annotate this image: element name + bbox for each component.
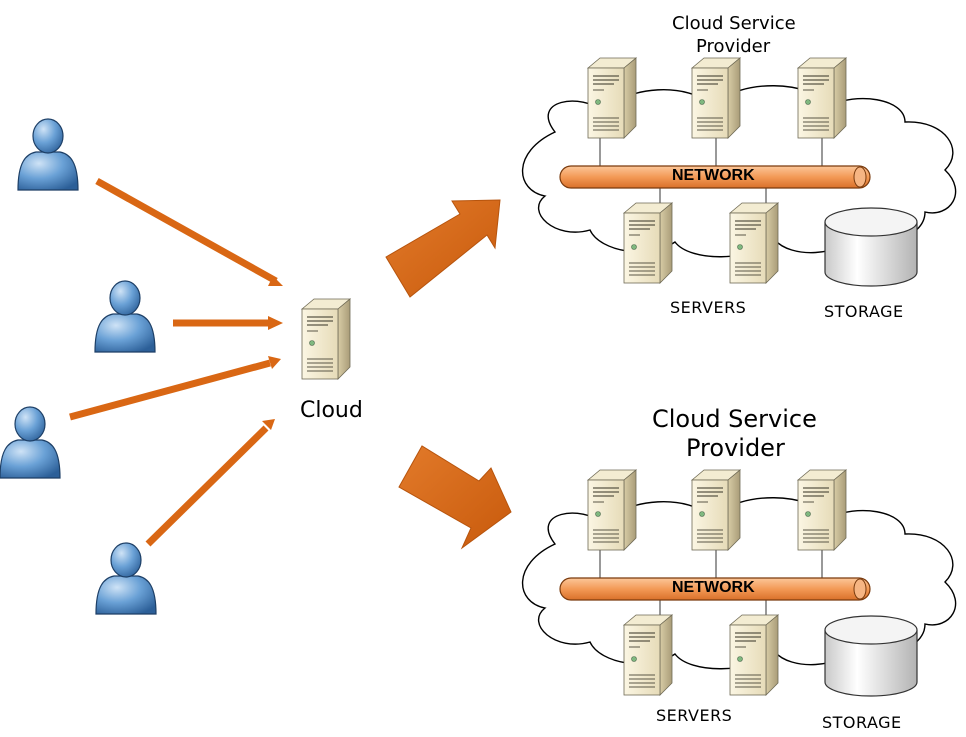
storage-label: STORAGE <box>822 713 902 732</box>
user-icon <box>0 406 61 479</box>
network-label: NETWORK <box>672 579 755 596</box>
provider-title-line2: Provider <box>686 434 785 462</box>
big-arrow-lower <box>398 445 512 550</box>
servers-label: SERVERS <box>656 706 733 725</box>
network-pipe <box>559 577 871 601</box>
servers-label: SERVERS <box>670 298 747 317</box>
server-icon <box>691 57 741 139</box>
cloud-label: Cloud <box>300 398 363 423</box>
big-arrow-upper <box>385 199 501 298</box>
server-icon <box>797 57 847 139</box>
storage-icon <box>824 615 918 697</box>
provider-title-line1: Cloud Service <box>672 13 796 34</box>
user-icon <box>94 280 156 353</box>
user-icon <box>17 118 79 191</box>
cloud-server-icon <box>301 298 351 380</box>
server-icon <box>797 469 847 551</box>
server-icon <box>729 202 779 284</box>
network-label: NETWORK <box>672 167 755 184</box>
user-icon <box>95 542 157 615</box>
provider-title-line2: Provider <box>696 36 771 57</box>
server-icon <box>729 614 779 696</box>
server-icon <box>691 469 741 551</box>
network-pipe <box>559 165 871 189</box>
server-icon <box>587 57 637 139</box>
server-icon <box>623 202 673 284</box>
server-icon <box>587 469 637 551</box>
cloud-provider-lower <box>521 469 957 697</box>
cloud-provider-upper <box>521 57 957 287</box>
user-connection-arrows <box>69 177 283 547</box>
storage-label: STORAGE <box>824 302 904 321</box>
storage-icon <box>824 207 918 287</box>
provider-title-line1: Cloud Service <box>652 405 817 433</box>
server-icon <box>623 614 673 696</box>
